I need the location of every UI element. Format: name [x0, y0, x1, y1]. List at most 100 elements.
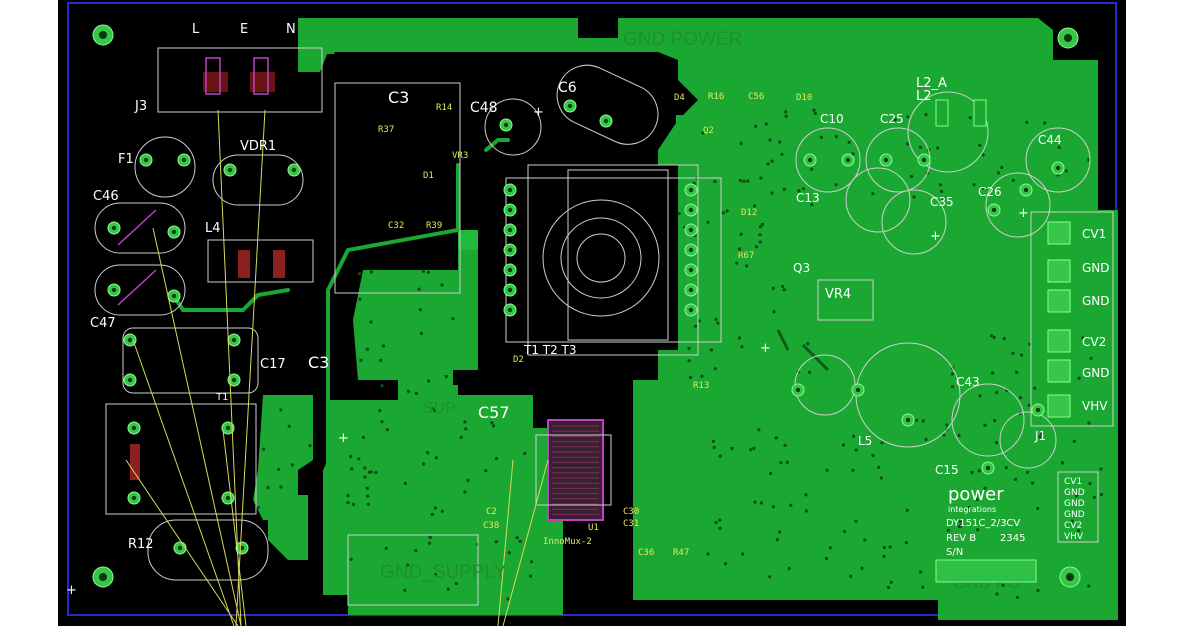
ref-c31: C31	[623, 519, 639, 529]
j1-pin-gnd-3: GND	[1082, 366, 1110, 380]
svg-text:+: +	[338, 431, 349, 446]
ref-q3: Q3	[793, 261, 810, 275]
svg-text:+: +	[66, 583, 77, 598]
f1-outline	[134, 136, 196, 198]
ref-c57: C57	[478, 403, 510, 422]
l2-outline	[907, 91, 989, 173]
ref-c43: C43	[956, 375, 980, 389]
ref-q2: Q2	[703, 126, 714, 136]
ref-j3: J3	[134, 99, 147, 114]
svg-text:+: +	[533, 105, 544, 120]
block-pin-cv1: CV1	[1064, 477, 1082, 487]
sup-label: SUP	[423, 400, 456, 417]
svg-text:+: +	[1018, 206, 1029, 221]
ref-c46: C46	[93, 189, 119, 204]
block-pin-gnd-1: GND	[1064, 488, 1085, 498]
ref-l2: L2	[916, 89, 932, 104]
block-pin-vhv: VHV	[1064, 532, 1084, 542]
revision: REV B	[946, 533, 976, 544]
r12-outline	[147, 519, 269, 581]
ref-c38: C38	[483, 521, 499, 531]
ref-d12: D12	[741, 208, 757, 218]
j1-pin-gnd-1: GND	[1082, 261, 1110, 275]
ref-c47: C47	[90, 316, 116, 331]
gnd-supply-pour	[323, 385, 563, 615]
ref-l2a: L2_A	[916, 76, 947, 91]
mounting-holes	[92, 24, 1081, 588]
mid-upper-pour	[353, 250, 478, 440]
ref-c25: C25	[880, 112, 904, 126]
t1-outline	[105, 403, 257, 515]
serial-label: S/N	[946, 547, 963, 558]
ref-c17: C17	[260, 357, 286, 372]
ref-r39: R39	[426, 221, 442, 231]
j3-outline	[157, 47, 323, 113]
ref-vdr1: VDR1	[240, 139, 276, 154]
ref-c3-top: C3	[388, 88, 409, 107]
ref-t1: T1	[215, 392, 228, 403]
ref-l5: L5	[858, 434, 872, 448]
ref-vr4: VR4	[825, 287, 851, 302]
ref-r13: R13	[693, 381, 709, 391]
model-number: DY151C_2/3CV	[946, 518, 1020, 529]
top-terminal-letters: L E N	[192, 22, 296, 37]
j1-pin-gnd-2: GND	[1082, 294, 1110, 308]
j1-pin-vhv: VHV	[1082, 399, 1108, 413]
c3-outline	[334, 82, 461, 294]
j1-pin-labels: CV1 GND GND CV2 GND VHV	[1082, 227, 1110, 413]
ref-c30: C30	[623, 507, 639, 517]
ref-d10: D10	[796, 93, 812, 103]
ref-f1: F1	[118, 152, 134, 167]
terminal-n: N	[286, 22, 296, 37]
c17-outline	[122, 327, 259, 394]
ref-c48: C48	[470, 100, 498, 116]
ref-c15: C15	[935, 463, 959, 477]
right-output-pour	[938, 200, 1058, 340]
ref-r14: R14	[436, 103, 452, 113]
ref-c35: C35	[930, 195, 954, 209]
ref-r47: R47	[673, 548, 689, 558]
svg-text:+: +	[760, 341, 771, 356]
brand-logo: power	[948, 484, 1004, 505]
c48-outline	[484, 98, 542, 156]
ref-transformer: T1 T2 T3	[523, 343, 577, 357]
assembly-lines	[125, 109, 549, 626]
j1-outline	[1030, 211, 1114, 427]
ref-c26: C26	[978, 185, 1002, 199]
c15-outline	[951, 383, 1025, 457]
ref-innomux: InnoMux-2	[543, 537, 592, 547]
ref-c13: C13	[796, 191, 820, 205]
block-pin-cv2: CV2	[1064, 521, 1082, 531]
brand-sub: integrations	[948, 505, 996, 514]
pcb-layout: L E N J3 F1 VDR1 C46 C47 L4 C17 T1 R12 C…	[66, 2, 1118, 626]
ref-c6: C6	[558, 80, 577, 96]
revision-number: 2345	[1000, 533, 1025, 544]
ref-c32: C32	[388, 221, 404, 231]
c6-outline	[556, 64, 659, 145]
ref-u1: U1	[588, 523, 599, 533]
ref-d2: D2	[513, 355, 524, 365]
ref-c56: C56	[748, 92, 764, 102]
j1-pin-cv1: CV1	[1082, 227, 1106, 241]
board-id-block: power integrations DY151C_2/3CV REV B 23…	[935, 471, 1099, 583]
j1-pin-cv2: CV2	[1082, 335, 1106, 349]
svg-text:+: +	[930, 229, 941, 244]
ref-c3-bottom: C3	[308, 353, 329, 372]
l4-outline	[207, 239, 314, 283]
ref-r67: R67	[738, 251, 754, 261]
vdr1-outline	[212, 154, 304, 206]
through-hole-pads	[107, 99, 1065, 555]
c46-outline	[94, 202, 186, 254]
ref-r12: R12	[128, 537, 154, 552]
gnd-power-label: GND POWER	[623, 29, 742, 50]
gnd-supply-label: GND_SUPPLY	[380, 562, 507, 583]
ref-d1: D1	[423, 171, 434, 181]
ref-l4: L4	[205, 221, 221, 236]
output-connector-pads	[1047, 221, 1071, 418]
left-lower-pour	[268, 495, 308, 560]
block-pin-gnd-2: GND	[1064, 499, 1085, 509]
ref-c44: C44	[1038, 133, 1062, 147]
ref-r37: R37	[378, 125, 394, 135]
pcb-board: L E N J3 F1 VDR1 C46 C47 L4 C17 T1 R12 C…	[58, 0, 1126, 626]
ref-c2: C2	[486, 507, 497, 517]
